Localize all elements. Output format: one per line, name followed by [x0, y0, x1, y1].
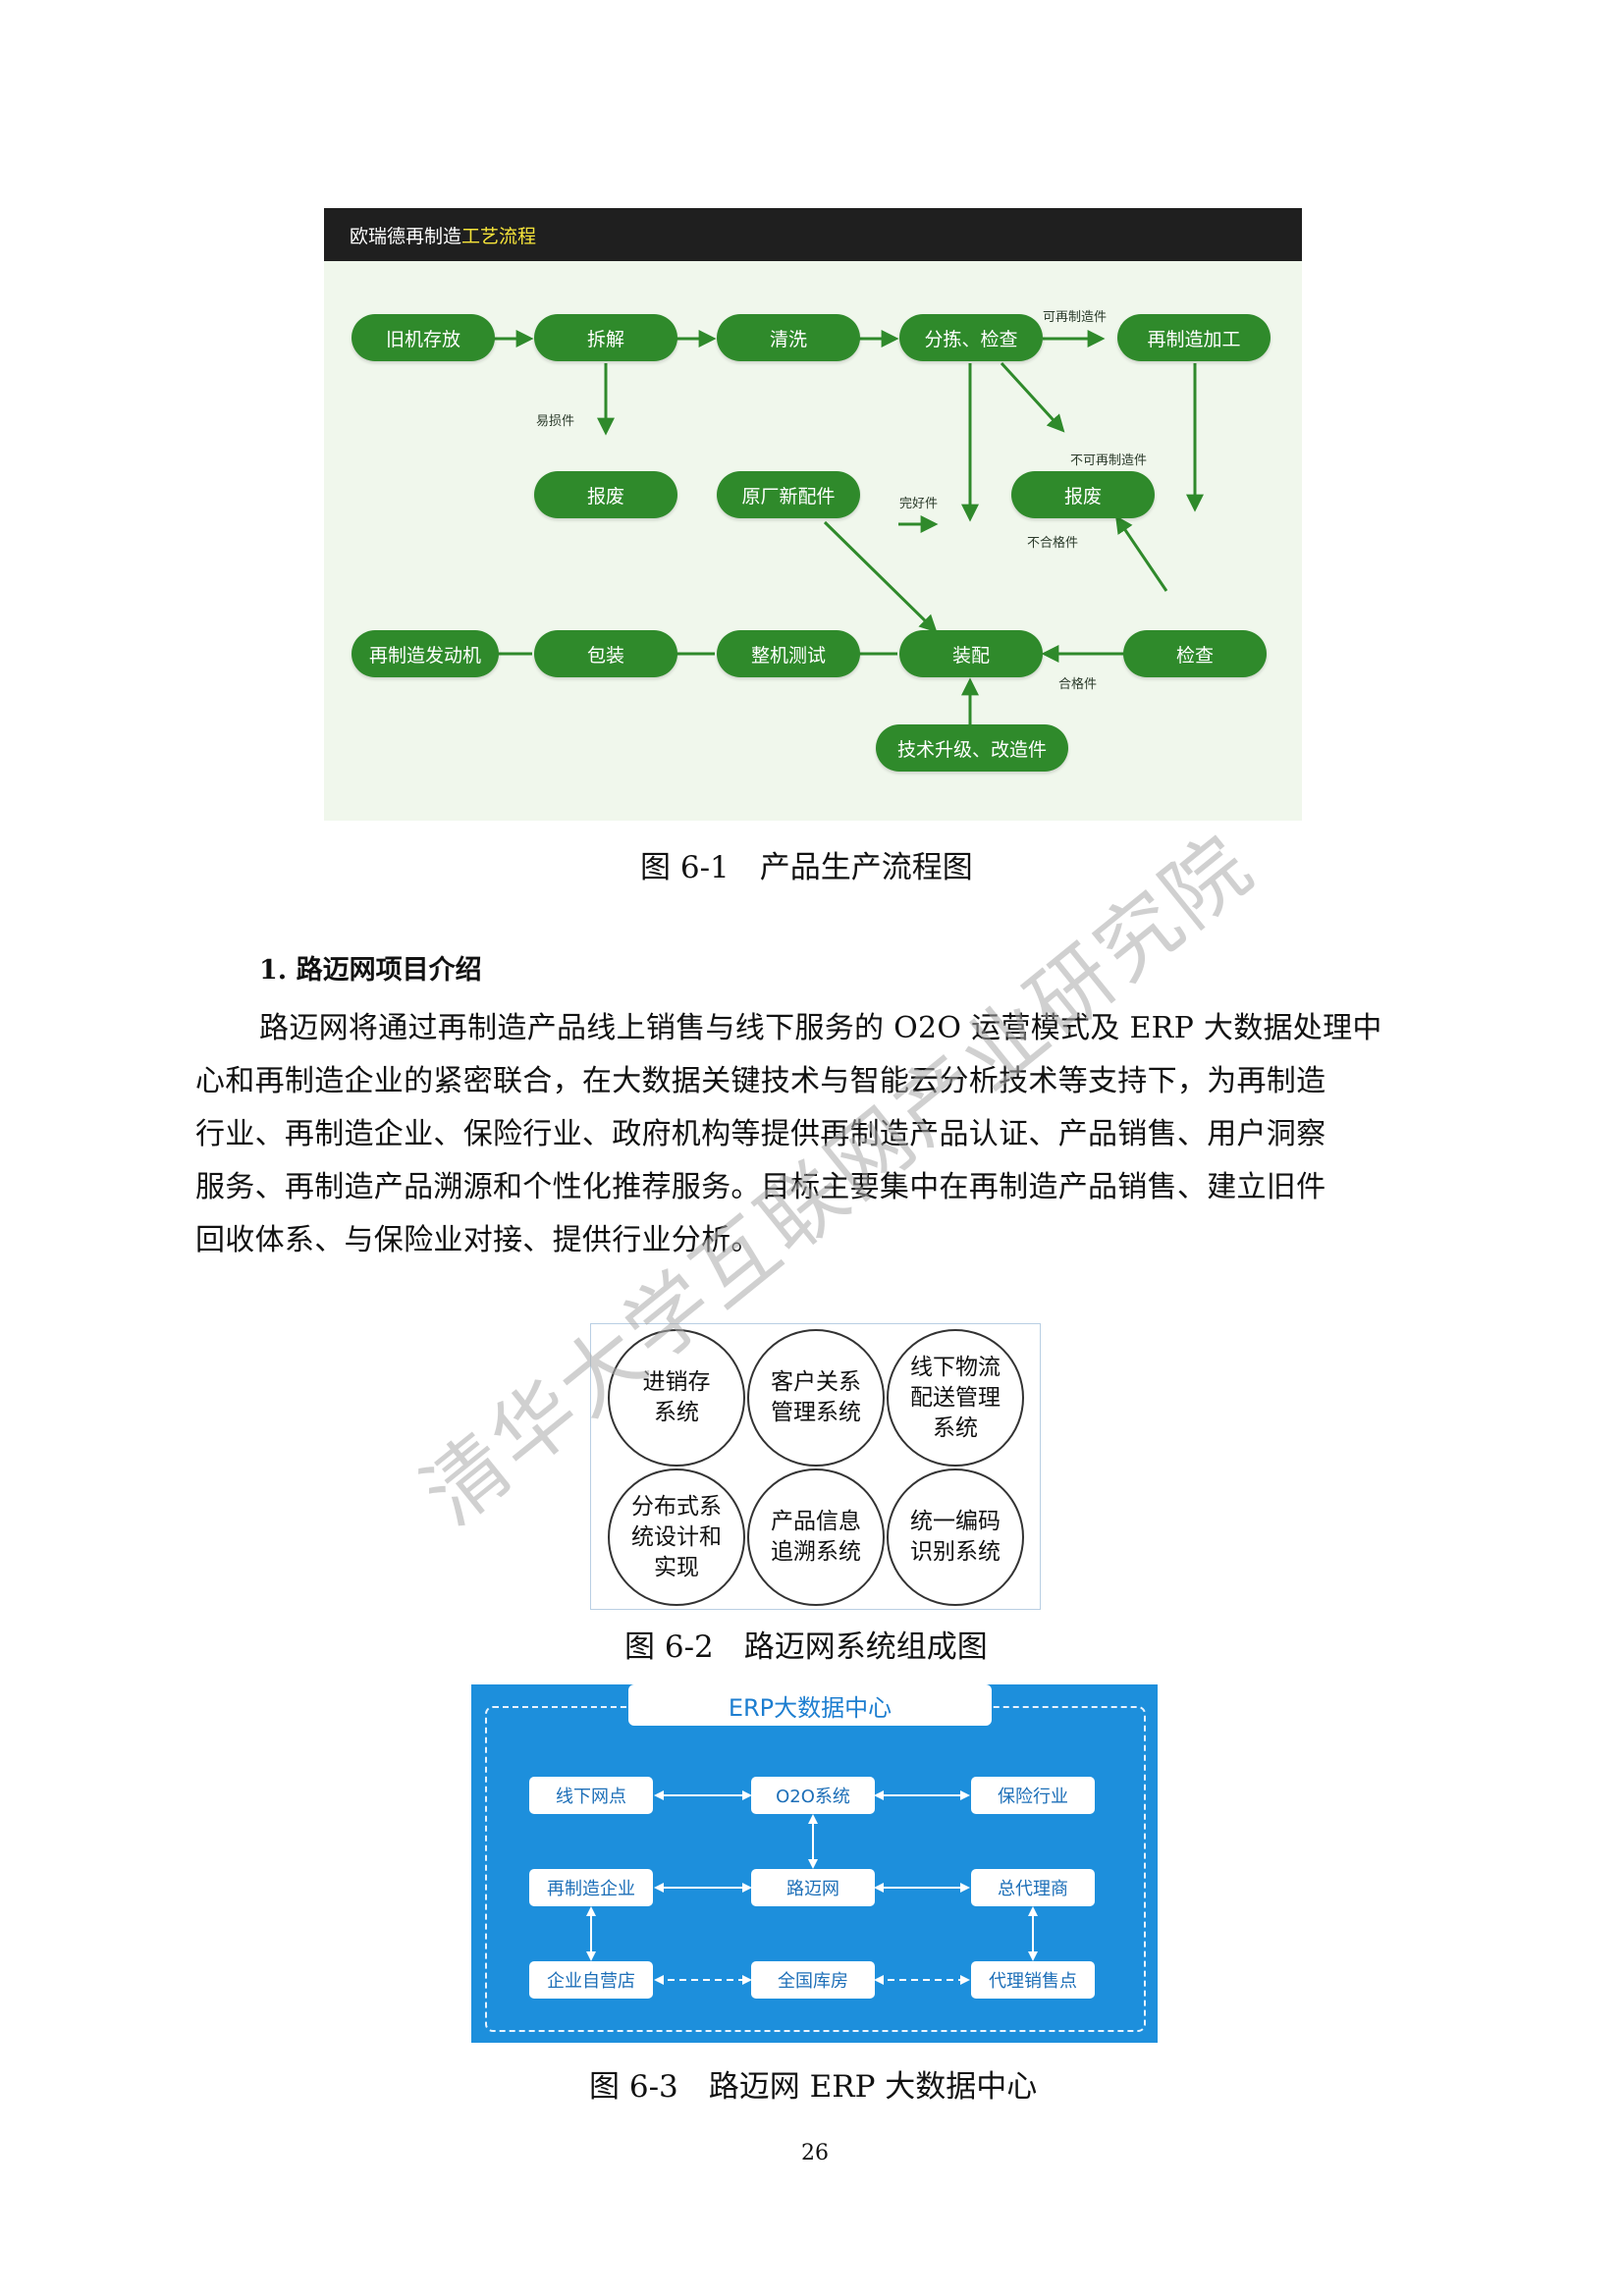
- label-remanufacturable: 可再制造件: [1043, 310, 1108, 325]
- figure-6-3-caption: 图 6-3 路迈网 ERP 大数据中心: [589, 2069, 1038, 2105]
- erp-box-sales-point: 代理销售点: [971, 1961, 1095, 1999]
- erp-box-lumai: 路迈网: [751, 1869, 875, 1906]
- label-unqualified: 不合格件: [1027, 536, 1079, 551]
- figure-6-2-system-composition: 进销存 系统 客户关系 管理系统 线下物流 配送管理 系统 分布式系 统设计和 …: [590, 1323, 1041, 1610]
- node-oem-parts: 原厂新配件: [717, 471, 860, 518]
- node-sort-inspect: 分拣、检查: [899, 314, 1043, 361]
- node-inspect: 检查: [1123, 630, 1267, 677]
- label-non-remanufacturable: 不可再制造件: [1070, 454, 1148, 468]
- paragraph-line: 回收体系、与保险业对接、提供行业分析。: [195, 1223, 761, 1257]
- paragraph-line: 行业、再制造企业、保险行业、政府机构等提供再制造产品认证、产品销售、用户洞察: [195, 1117, 1326, 1151]
- system-circle-logistics: 线下物流 配送管理 系统: [887, 1329, 1024, 1467]
- erp-box-insurance: 保险行业: [971, 1777, 1095, 1814]
- erp-box-remanufacturer: 再制造企业: [529, 1869, 653, 1906]
- figure-6-1-caption: 图 6-1 产品生产流程图: [640, 850, 973, 885]
- system-circle-inventory: 进销存 系统: [608, 1329, 745, 1467]
- system-circle-traceability: 产品信息 追溯系统: [747, 1468, 885, 1606]
- erp-box-own-store: 企业自营店: [529, 1961, 653, 1999]
- label-intact-parts: 完好件: [899, 497, 939, 511]
- system-circle-distributed: 分布式系 统设计和 实现: [608, 1468, 745, 1606]
- erp-title: ERP大数据中心: [628, 1684, 992, 1726]
- section-heading: 1. 路迈网项目介绍: [259, 955, 482, 986]
- flowchart-header-title: 欧瑞德再制造工艺流程: [350, 226, 537, 247]
- system-circle-unified-coding: 统一编码 识别系统: [887, 1468, 1024, 1606]
- arrow-sort-to-scrap: [1000, 361, 1065, 433]
- paragraph-line: 服务、再制造产品溯源和个性化推荐服务。目标主要集中在再制造产品销售、建立旧件: [195, 1170, 1326, 1204]
- label-qualified: 合格件: [1058, 677, 1098, 692]
- flowchart-header: 欧瑞德再制造工艺流程: [324, 208, 1302, 261]
- node-clean: 清洗: [717, 314, 860, 361]
- node-disassemble: 拆解: [534, 314, 677, 361]
- node-remanufactured-engine: 再制造发动机: [352, 630, 499, 677]
- flowchart-arrows: [467, 330, 1204, 728]
- node-remanufacture-process: 再制造加工: [1117, 314, 1271, 361]
- node-old-storage: 旧机存放: [352, 314, 495, 361]
- page-number: 26: [801, 2141, 829, 2165]
- arrow-oem-to-assembly-diag: [823, 520, 938, 633]
- figure-6-1-flowchart: 欧瑞德再制造工艺流程 旧机存放 拆解 清洗 分拣、检查: [324, 208, 1302, 821]
- node-packaging: 包装: [534, 630, 677, 677]
- label-wear-parts: 易损件: [536, 414, 575, 429]
- node-scrap-right: 报废: [1011, 471, 1155, 518]
- arrow-inspect-to-scrap: [1114, 515, 1168, 592]
- erp-box-general-agent: 总代理商: [971, 1869, 1095, 1906]
- system-circle-crm: 客户关系 管理系统: [747, 1329, 885, 1467]
- erp-box-warehouse: 全国库房: [751, 1961, 875, 1999]
- node-whole-test: 整机测试: [717, 630, 860, 677]
- paragraph-line: 路迈网将通过再制造产品线上销售与线下服务的 O2O 运营模式及 ERP 大数据处…: [259, 1011, 1382, 1045]
- erp-box-o2o-system: O2O系统: [751, 1777, 875, 1814]
- node-scrap-left: 报废: [534, 471, 677, 518]
- erp-connectors: [586, 1790, 1038, 1985]
- figure-6-2-caption: 图 6-2 路迈网系统组成图: [624, 1629, 988, 1665]
- node-assembly: 装配: [899, 630, 1043, 677]
- node-tech-upgrade: 技术升级、改造件: [876, 724, 1068, 772]
- erp-box-offline-outlets: 线下网点: [529, 1777, 653, 1814]
- paragraph-line: 心和再制造企业的紧密联合，在大数据关键技术与智能云分析技术等支持下，为再制造: [195, 1064, 1326, 1098]
- figure-6-3-erp-center: ERP大数据中心 线下网点 O2O系统 保险行业 再制造企业 路迈网 总代理商 …: [471, 1684, 1158, 2043]
